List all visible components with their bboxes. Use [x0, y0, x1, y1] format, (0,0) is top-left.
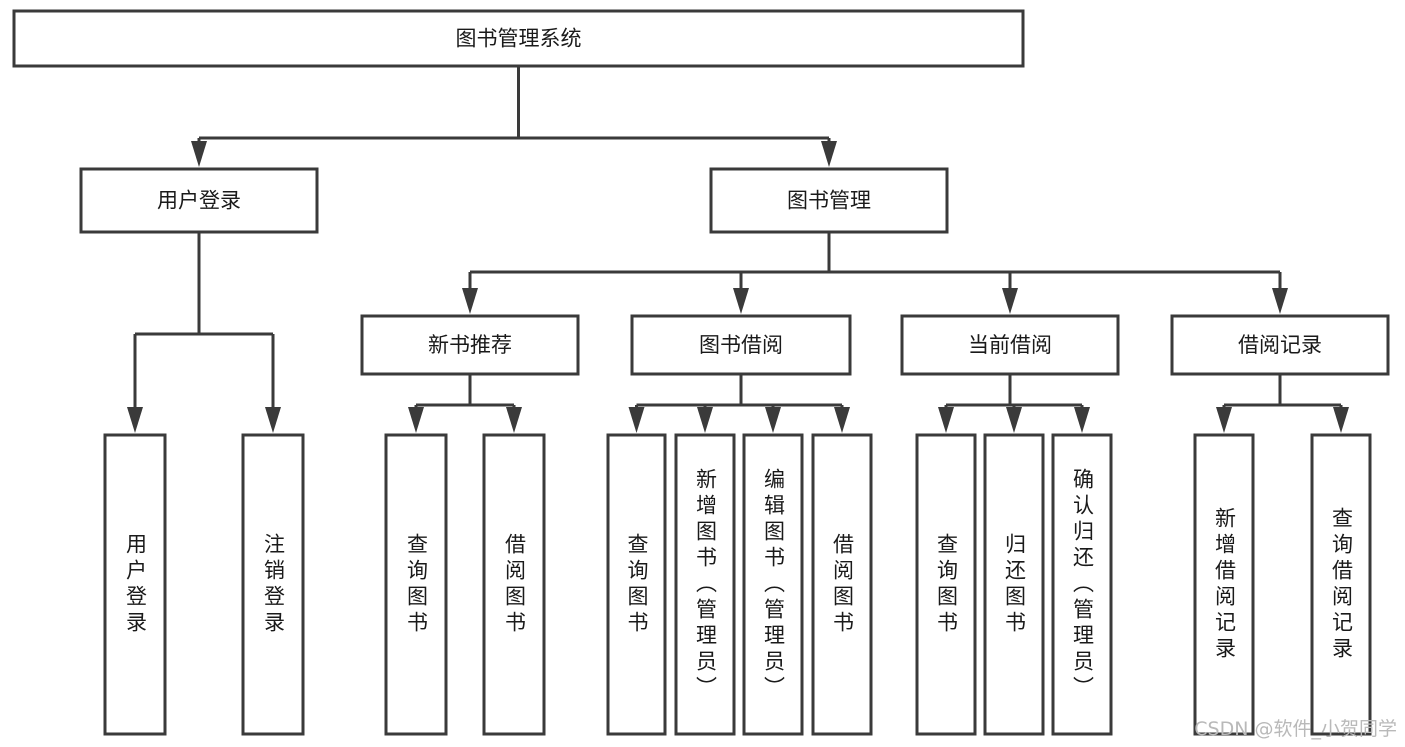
- arrow-head-icon: [1006, 407, 1022, 433]
- node-label-user-login: 用户登录: [157, 189, 241, 213]
- node-leaf-add-record[interactable]: [1193, 433, 1255, 736]
- connector-root: [191, 66, 837, 167]
- arrow-head-icon: [1216, 407, 1232, 433]
- node-label-root: 图书管理系统: [456, 27, 582, 51]
- node-box-leaf-query-book-3[interactable]: [915, 433, 977, 736]
- node-leaf-query-book-1[interactable]: [384, 433, 448, 736]
- node-box-leaf-add-record[interactable]: [1193, 433, 1255, 736]
- arrow-head-icon: [697, 407, 713, 433]
- arrow-head-icon: [408, 407, 424, 433]
- arrow-head-icon: [1272, 288, 1288, 314]
- node-leaf-user-logout[interactable]: [241, 433, 305, 736]
- node-leaf-return-book[interactable]: [983, 433, 1045, 736]
- arrow-head-icon: [733, 288, 749, 314]
- connector-current-borrow: [938, 374, 1090, 433]
- node-box-leaf-borrow-book-2[interactable]: [811, 433, 873, 736]
- node-root[interactable]: 图书管理系统: [12, 9, 1025, 68]
- connector-new-book-rec: [408, 374, 522, 433]
- node-box-new-book-rec[interactable]: [360, 314, 580, 376]
- node-book-borrow[interactable]: 图书借阅: [630, 314, 852, 376]
- node-label-borrow-record: 借阅记录: [1238, 333, 1322, 357]
- node-new-book-rec[interactable]: 新书推荐: [360, 314, 580, 376]
- node-leaf-query-book-2[interactable]: [606, 433, 667, 736]
- arrow-head-icon: [265, 407, 281, 433]
- arrow-head-icon: [628, 407, 645, 433]
- node-box-user-login[interactable]: [79, 167, 319, 234]
- node-box-current-borrow[interactable]: [900, 314, 1120, 376]
- node-box-leaf-query-record[interactable]: [1310, 433, 1372, 736]
- node-leaf-borrow-book-1[interactable]: [482, 433, 546, 736]
- node-leaf-edit-book[interactable]: [742, 433, 804, 736]
- node-box-leaf-return-book[interactable]: [983, 433, 1045, 736]
- node-user-login[interactable]: 用户登录: [79, 167, 319, 234]
- node-current-borrow[interactable]: 当前借阅: [900, 314, 1120, 376]
- arrow-head-icon: [1333, 407, 1349, 433]
- node-box-leaf-user-logout[interactable]: [241, 433, 305, 736]
- connector-book-manage: [462, 232, 1288, 314]
- arrow-head-icon: [765, 407, 781, 433]
- node-leaf-user-login[interactable]: [103, 433, 167, 736]
- node-box-leaf-edit-book[interactable]: [742, 433, 804, 736]
- arrow-head-icon: [506, 407, 522, 433]
- node-box-leaf-confirm-return[interactable]: [1051, 433, 1113, 736]
- node-leaf-query-book-3[interactable]: [915, 433, 977, 736]
- node-book-manage[interactable]: 图书管理: [709, 167, 949, 234]
- node-box-leaf-add-book[interactable]: [674, 433, 736, 736]
- arrow-head-icon: [1074, 407, 1090, 433]
- arrow-head-icon: [1002, 288, 1018, 314]
- connector-user-login: [127, 232, 281, 433]
- node-label-book-borrow: 图书借阅: [699, 333, 783, 357]
- connector-borrow-record: [1216, 374, 1349, 433]
- node-box-book-borrow[interactable]: [630, 314, 852, 376]
- node-box-leaf-query-book-1[interactable]: [384, 433, 448, 736]
- node-borrow-record[interactable]: 借阅记录: [1170, 314, 1390, 376]
- node-box-root[interactable]: [12, 9, 1025, 68]
- node-leaf-confirm-return[interactable]: [1051, 433, 1113, 736]
- connector-book-borrow: [628, 374, 850, 433]
- node-label-current-borrow: 当前借阅: [968, 333, 1052, 357]
- arrow-head-icon: [127, 407, 143, 433]
- arrow-head-icon: [821, 141, 837, 167]
- node-label-book-manage: 图书管理: [787, 189, 871, 213]
- node-label-new-book-rec: 新书推荐: [428, 333, 512, 357]
- arrow-head-icon: [938, 407, 954, 433]
- node-box-leaf-query-book-2[interactable]: [606, 433, 667, 736]
- node-box-book-manage[interactable]: [709, 167, 949, 234]
- node-leaf-query-record[interactable]: [1310, 433, 1372, 736]
- node-box-borrow-record[interactable]: [1170, 314, 1390, 376]
- arrow-head-icon: [834, 407, 850, 433]
- node-box-leaf-borrow-book-1[interactable]: [482, 433, 546, 736]
- arrow-head-icon: [191, 141, 207, 167]
- node-leaf-add-book[interactable]: [674, 433, 736, 736]
- arrow-head-icon: [462, 288, 478, 314]
- node-leaf-borrow-book-2[interactable]: [811, 433, 873, 736]
- node-box-leaf-user-login[interactable]: [103, 433, 167, 736]
